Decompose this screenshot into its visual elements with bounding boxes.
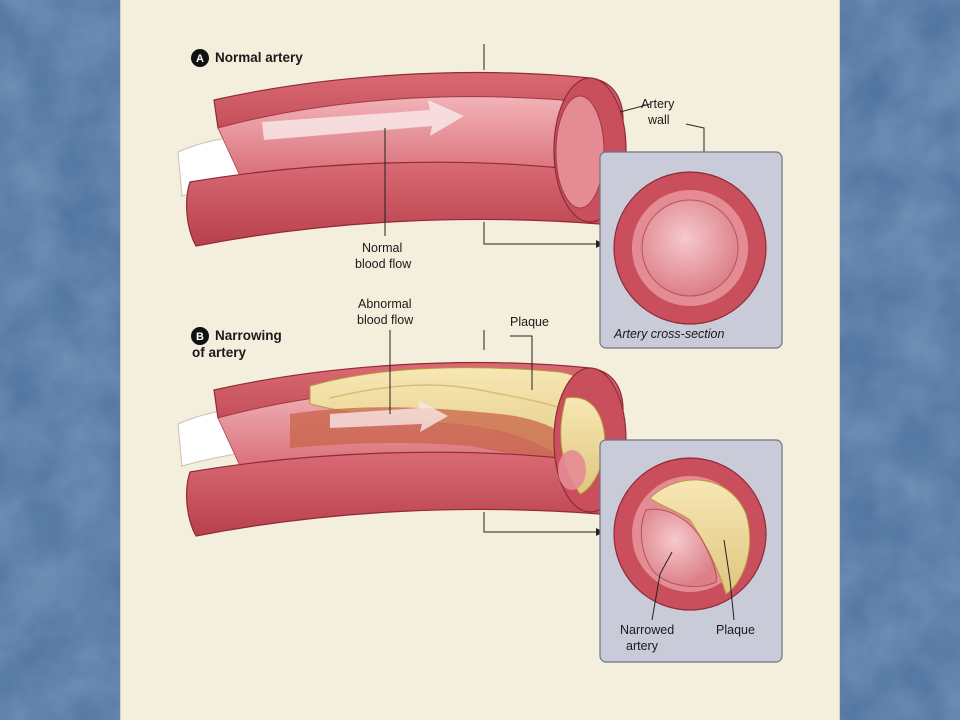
section-b-title-line1: Narrowing <box>215 328 282 343</box>
abnormal-flow-label-line1: Abnormal <box>358 297 412 311</box>
narrowed-artery-label-line1: Narrowed <box>620 623 674 637</box>
abnormal-flow-label-line2: blood flow <box>357 313 414 327</box>
normal-artery-illustration <box>177 71 627 247</box>
normal-flow-label-line1: Normal <box>362 241 402 255</box>
normal-flow-label-line2: blood flow <box>355 257 412 271</box>
artery-wall-label-line2: wall <box>647 113 670 127</box>
normal-cross-section <box>613 171 767 325</box>
badge-a: A <box>191 49 209 67</box>
svg-text:B: B <box>196 331 204 343</box>
narrowed-artery-label-line2: artery <box>626 639 659 653</box>
section-b-title-line2: of artery <box>192 345 247 360</box>
svg-text:A: A <box>196 53 204 65</box>
narrowed-cross-section <box>613 457 767 611</box>
artery-wall-label-line1: Artery <box>641 97 675 111</box>
plaque-label-bottom: Plaque <box>716 623 755 637</box>
cross-section-label: Artery cross-section <box>613 327 724 341</box>
section-a-title: Normal artery <box>215 50 303 65</box>
narrowed-artery-illustration <box>177 361 627 537</box>
plaque-label-top: Plaque <box>510 315 549 329</box>
badge-b: B <box>191 327 209 345</box>
